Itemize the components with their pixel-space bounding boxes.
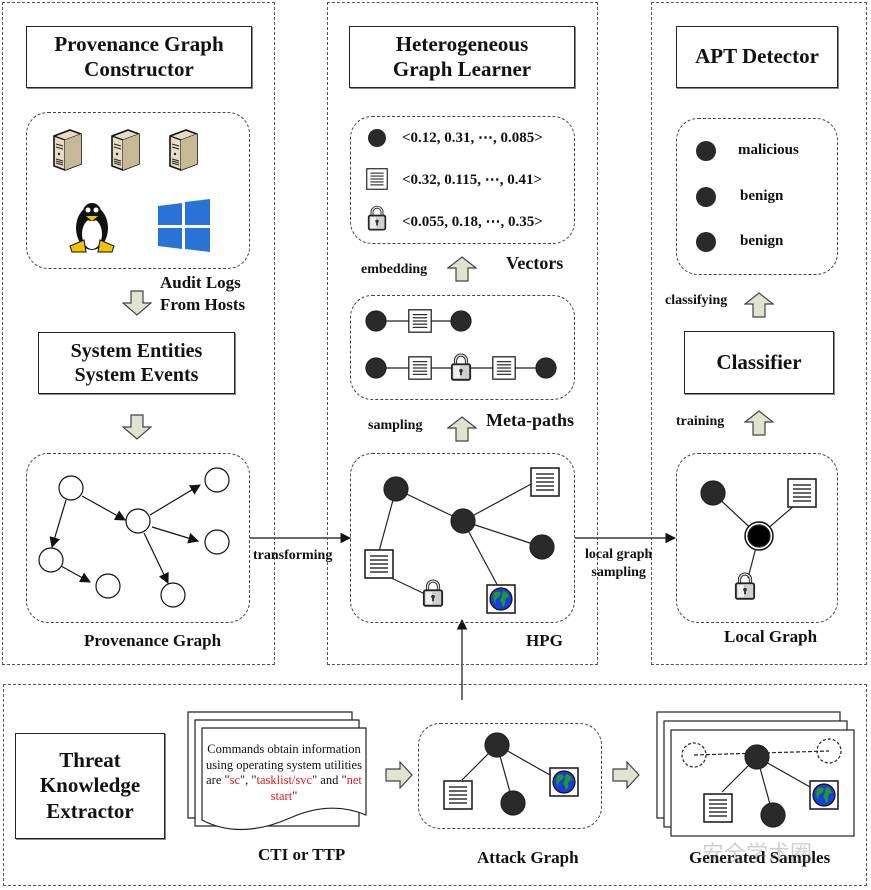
graph-node: [160, 582, 186, 608]
local-graph-sampling-label: local graph sampling: [585, 546, 652, 582]
vectors-label: Vectors: [506, 253, 564, 273]
label-line: Audit Logs: [160, 273, 241, 292]
title-line: Extractor: [46, 798, 134, 823]
graph-node: [204, 529, 230, 555]
local-graph-label: Local Graph: [724, 627, 818, 646]
samples-label: Generated Samples: [689, 848, 831, 867]
training-label: training: [676, 414, 725, 429]
title-line: Knowledge: [39, 773, 141, 798]
graph-node: [58, 475, 84, 501]
local-graph-group: [676, 453, 838, 623]
cti-text-part: " and ": [312, 773, 347, 788]
label-line: sampling: [591, 565, 646, 581]
classifier-box: Classifier: [684, 331, 834, 394]
linux-penguin-icon: [69, 203, 115, 253]
graph-node: [38, 547, 64, 573]
cti-highlight: net start: [270, 773, 362, 803]
classifying-label: classifying: [665, 293, 728, 308]
provenance-graph-group: [26, 453, 250, 623]
attack-graph-label: Attack Graph: [477, 848, 579, 867]
entities-box: System Entities System Events: [38, 332, 235, 394]
vector-value: <0.055, 0.18, ⋯, 0.35>: [402, 214, 543, 230]
hpg-label: HPG: [526, 631, 563, 650]
cti-text: Commands obtain information using operat…: [199, 742, 369, 805]
graph-node: [125, 508, 151, 534]
watermark: 安全学术圈: [702, 842, 813, 867]
result-node-icon: [696, 141, 716, 161]
provenance-graph-label: Provenance Graph: [84, 631, 222, 650]
result-label: malicious: [738, 142, 799, 158]
title-line: Constructor: [84, 57, 194, 81]
title-line: System Entities: [70, 340, 203, 362]
extractor-panel: [3, 684, 867, 886]
embedding-label: embedding: [361, 262, 428, 277]
audit-logs-label: Audit Logs From Hosts: [160, 272, 245, 316]
title-line: Heterogeneous: [395, 31, 529, 56]
title-line: System Events: [74, 364, 199, 386]
label-line: From Hosts: [160, 295, 246, 315]
detector-panel: [651, 2, 867, 665]
constructor-title: Provenance Graph Constructor: [26, 26, 252, 88]
cti-highlight: tasklist/svc: [256, 773, 313, 788]
hpg-graph: [377, 476, 555, 595]
meta-paths: [365, 310, 557, 379]
attack-graph-group: [418, 723, 602, 829]
cti-highlight: sc: [229, 773, 241, 788]
process-node-icon: [368, 129, 386, 147]
windows-logo-icon: [158, 199, 210, 252]
vector-value: <0.12, 0.31, ⋯, 0.085>: [402, 130, 543, 146]
learner-panel: [327, 2, 598, 665]
cti-document-stack: [187, 711, 367, 831]
cti-text-part: ": [292, 788, 298, 803]
hpg-group: [350, 453, 575, 623]
label-line: local graph: [585, 547, 653, 562]
result-node-icon: [696, 232, 716, 252]
transforming-label: transforming: [253, 548, 333, 563]
sampling-label: sampling: [368, 418, 423, 433]
results-group: [676, 118, 838, 275]
graph-node: [204, 467, 230, 493]
sample-graph: [681, 738, 842, 828]
extractor-title: Threat Knowledge Extractor: [15, 733, 165, 839]
learner-title: Heterogeneous Graph Learner: [349, 26, 575, 88]
provenance-graph: [38, 467, 230, 608]
title-line: Threat: [59, 748, 121, 773]
vectors-group: [350, 116, 575, 244]
local-graph: [700, 480, 796, 579]
vector-value: <0.32, 0.115, ⋯, 0.41>: [402, 172, 543, 188]
result-label: benign: [740, 188, 784, 204]
detector-title: APT Detector: [676, 26, 838, 88]
cti-label: CTI or TTP: [258, 845, 346, 864]
cti-text-part: Commands obtain information using operat…: [206, 742, 362, 788]
metapaths-label: Meta-paths: [486, 410, 574, 430]
result-label: benign: [740, 233, 784, 249]
graph-node: [95, 573, 121, 599]
constructor-panel: [2, 2, 275, 665]
cti-text-part: ", ": [240, 773, 257, 788]
title-line: Provenance Graph: [54, 31, 224, 56]
hosts-group: [26, 112, 250, 269]
title-line: Graph Learner: [392, 57, 532, 81]
metapaths-group: [350, 295, 575, 400]
result-node-icon: [696, 187, 716, 207]
attack-graph: [461, 732, 551, 816]
